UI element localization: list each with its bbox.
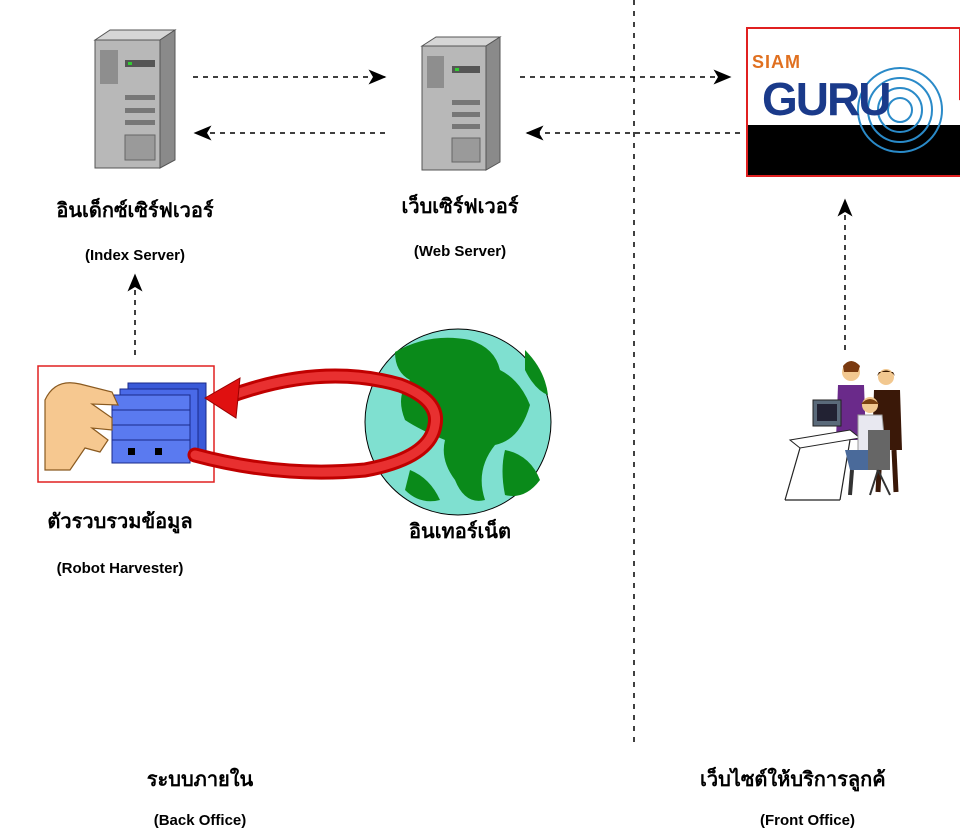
siamguru-logo-small-text: SIAM (752, 52, 801, 72)
web-server-label-th: เว็บเซิร์ฟเวอร์ (401, 194, 519, 218)
index-server-label-en: (Index Server) (84, 247, 186, 264)
web-server-icon (420, 36, 502, 171)
robot-label-en: (Robot Harvester) (56, 560, 184, 577)
robot-label-th: ตัวรวบรวมข้อมูล (47, 509, 193, 533)
index-server-label-th: อินเด็กซ์เซิร์ฟเวอร์ (56, 198, 214, 222)
harvest-cycle-arrow (187, 368, 444, 480)
siamguru-logo (746, 27, 960, 177)
users-workstation-icon (784, 361, 902, 501)
siamguru-logo-big-text: GURU (762, 73, 891, 125)
back-office-label-en: (Back Office) (153, 812, 247, 829)
internet-globe-icon (364, 328, 552, 516)
robot-harvester-icon (37, 365, 215, 483)
front-office-label-th: เว็บไซต์ให้บริการลูกค้ (700, 767, 886, 791)
web-server-label-en: (Web Server) (413, 243, 507, 260)
index-server-icon (93, 29, 177, 169)
back-office-label-th: ระบบภายใน (146, 767, 254, 791)
front-office-label-en: (Front Office) (760, 812, 855, 829)
internet-label-th: อินเทอร์เน็ต (409, 519, 511, 543)
